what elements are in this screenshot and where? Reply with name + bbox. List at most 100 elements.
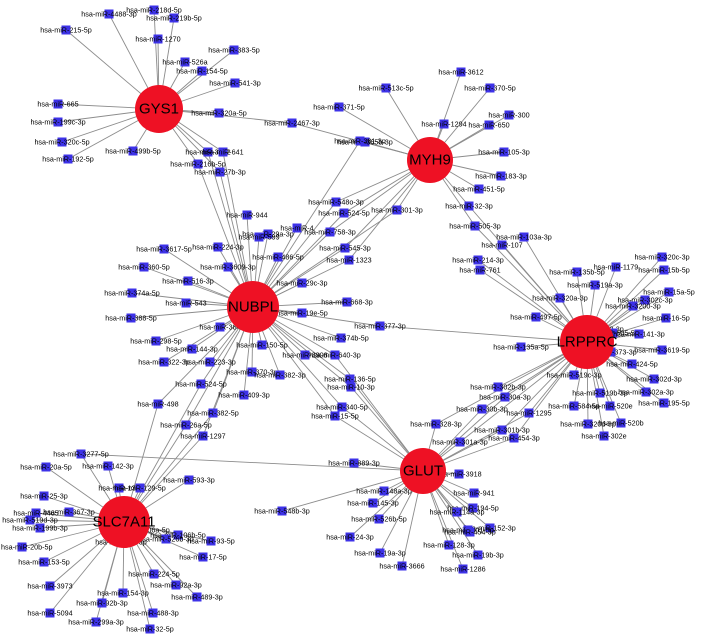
mirna-square <box>196 379 206 389</box>
mirna-label: hsa-miR-526b-5p <box>351 515 407 524</box>
mirna-label: hsa-miR-150-5p <box>236 341 288 350</box>
mirna-square <box>126 313 136 323</box>
mirna-node: hsa-miR-548b-3p <box>254 506 310 516</box>
mirna-node: hsa-miR-382-5p <box>187 408 239 418</box>
mirna-label: hsa-miR-3609-3p <box>200 263 256 272</box>
mirna-square <box>53 99 63 109</box>
mirna-node: hsa-miR-103a-3p <box>496 232 552 242</box>
mirna-square <box>497 240 507 250</box>
mirna-square <box>230 78 240 88</box>
mirna-square <box>292 223 302 233</box>
mirna-node: hsa-miR-154-3p <box>97 588 149 598</box>
mirna-square <box>25 515 35 525</box>
mirna-node: hsa-miR-114a-3p <box>430 507 485 517</box>
mirna-square <box>368 498 378 508</box>
mirna-label: hsa-miR-1294 <box>421 120 466 129</box>
mirna-node: hsa-miR-1286 <box>440 564 486 574</box>
mirna-square <box>31 508 41 518</box>
mirna-label: hsa-miR-137 <box>98 484 139 493</box>
mirna-node: hsa-miR-302c-3p <box>617 295 673 305</box>
mirna-label: hsa-miR-499b-5p <box>105 147 161 156</box>
edge-nubpl <box>252 140 361 308</box>
mirna-label: hsa-miR-16-5p <box>642 314 690 323</box>
mirna-label: hsa-miR-145-3p <box>347 499 399 508</box>
mirna-node: hsa-miR-320a-5p <box>191 108 247 118</box>
mirna-label: hsa-miR-183-3p <box>475 172 527 181</box>
mirna-square <box>344 255 354 265</box>
mirna-node: hsa-miR-150-5p <box>236 340 288 350</box>
mirna-node: hsa-miR-145-3p <box>347 498 399 508</box>
mirna-label: hsa-miR-26a-5p <box>160 421 212 430</box>
mirna-label: hsa-miR-4 <box>280 224 313 233</box>
mirna-label: hsa-miR-513c-5p <box>358 84 413 93</box>
mirna-node: hsa-miR-524-5p <box>318 208 370 218</box>
mirna-square <box>599 431 609 441</box>
mirna-node: hsa-miR-1297 <box>180 431 226 441</box>
mirna-square <box>572 267 582 277</box>
mirna-square <box>340 243 350 253</box>
mirna-node: hsa-miR-107 <box>481 240 523 250</box>
hub-circle <box>407 137 453 183</box>
mirna-square <box>641 387 651 397</box>
mirna-square <box>161 534 171 544</box>
mirna-label: hsa-miR-519c-3p <box>546 371 601 380</box>
mirna-square <box>214 108 224 118</box>
mirna-node: hsa-miR-374b-5p <box>313 333 369 343</box>
mirna-square <box>336 333 346 343</box>
mirna-label: hsa-miR-486-5p <box>252 253 304 262</box>
mirna-square <box>611 262 621 272</box>
mirna-node: hsa-miR-519c-3p <box>546 370 602 380</box>
mirna-square <box>468 503 478 513</box>
mirna-square <box>605 401 615 411</box>
mirna-square <box>608 328 618 338</box>
mirna-label: hsa-miR-93-5p <box>187 537 235 546</box>
hub-node-glut: GLUT <box>400 448 446 494</box>
mirna-label: hsa-miR-301a-3p <box>432 438 488 447</box>
mirna-square <box>477 404 487 414</box>
mirna-label: hsa-miR-224-3p <box>192 243 244 252</box>
mirna-node: hsa-miR-148a-3p <box>356 486 412 496</box>
mirna-label: hsa-miR-3612 <box>438 68 483 77</box>
hub-circle <box>560 315 614 369</box>
mirna-label: hsa-miR-114a-3p <box>430 508 485 517</box>
mirna-node: hsa-miR-27b-3p <box>194 167 246 177</box>
mirna-square <box>499 147 509 157</box>
hub-node-myh9: MYH9 <box>407 137 453 183</box>
mirna-label: hsa-miR-103a-3p <box>496 233 552 242</box>
mirna-node: hsa-miR-520b <box>598 418 644 428</box>
mirna-label: hsa-miR-320c-3p <box>634 253 689 262</box>
mirna-label: hsa-miR-320d-3p <box>560 420 616 429</box>
mirna-node: hsa-miR-340-5p <box>316 402 368 412</box>
mirna-label: hsa-miR-374b-5p <box>313 334 369 343</box>
mirna-square <box>257 340 267 350</box>
mirna-node: hsa-miR-454-3p <box>444 527 496 537</box>
mirna-square <box>661 313 671 323</box>
mirna-node: hsa-miR-488-3p <box>127 608 179 618</box>
mirna-square <box>330 411 340 421</box>
mirna-square <box>153 34 163 44</box>
mirna-square <box>287 118 297 128</box>
mirna-node: hsa-miR-365b-3p <box>337 137 393 147</box>
hub-circle <box>135 85 183 133</box>
mirna-square <box>392 205 402 215</box>
mirna-square <box>355 136 365 146</box>
mirna-node: hsa-miR-516-3p <box>162 276 214 286</box>
mirna-node: hsa-miR-384 <box>199 322 241 332</box>
mirna-node: hsa-miR-3973 <box>27 581 73 591</box>
mirna-node: hsa-miR-20a-5p <box>20 462 72 472</box>
mirna-node: hsa-miR-4 <box>280 223 314 233</box>
mirna-square <box>375 321 385 331</box>
mirna-label: hsa-miR-370-3p <box>226 368 278 377</box>
mirna-square <box>456 67 466 77</box>
mirna-node: hsa-miR-105-3p <box>478 147 530 157</box>
mirna-node: hsa-miR-19e-5p <box>276 308 328 318</box>
mirna-label: hsa-miR-382-3p <box>254 371 306 380</box>
mirna-label: hsa-miR-3277-5p <box>53 450 109 459</box>
mirna-label: hsa-miR-152-3p <box>464 524 516 533</box>
mirna-label: hsa-miR-154-3p <box>97 589 149 598</box>
mirna-label: hsa-miR-2467-3p <box>264 119 320 128</box>
mirna-node: hsa-miR-541-3p <box>209 78 261 88</box>
mirna-label: hsa-miR-381-3p <box>334 137 386 146</box>
mirna-node: hsa-miR-199c-3p <box>30 117 86 127</box>
